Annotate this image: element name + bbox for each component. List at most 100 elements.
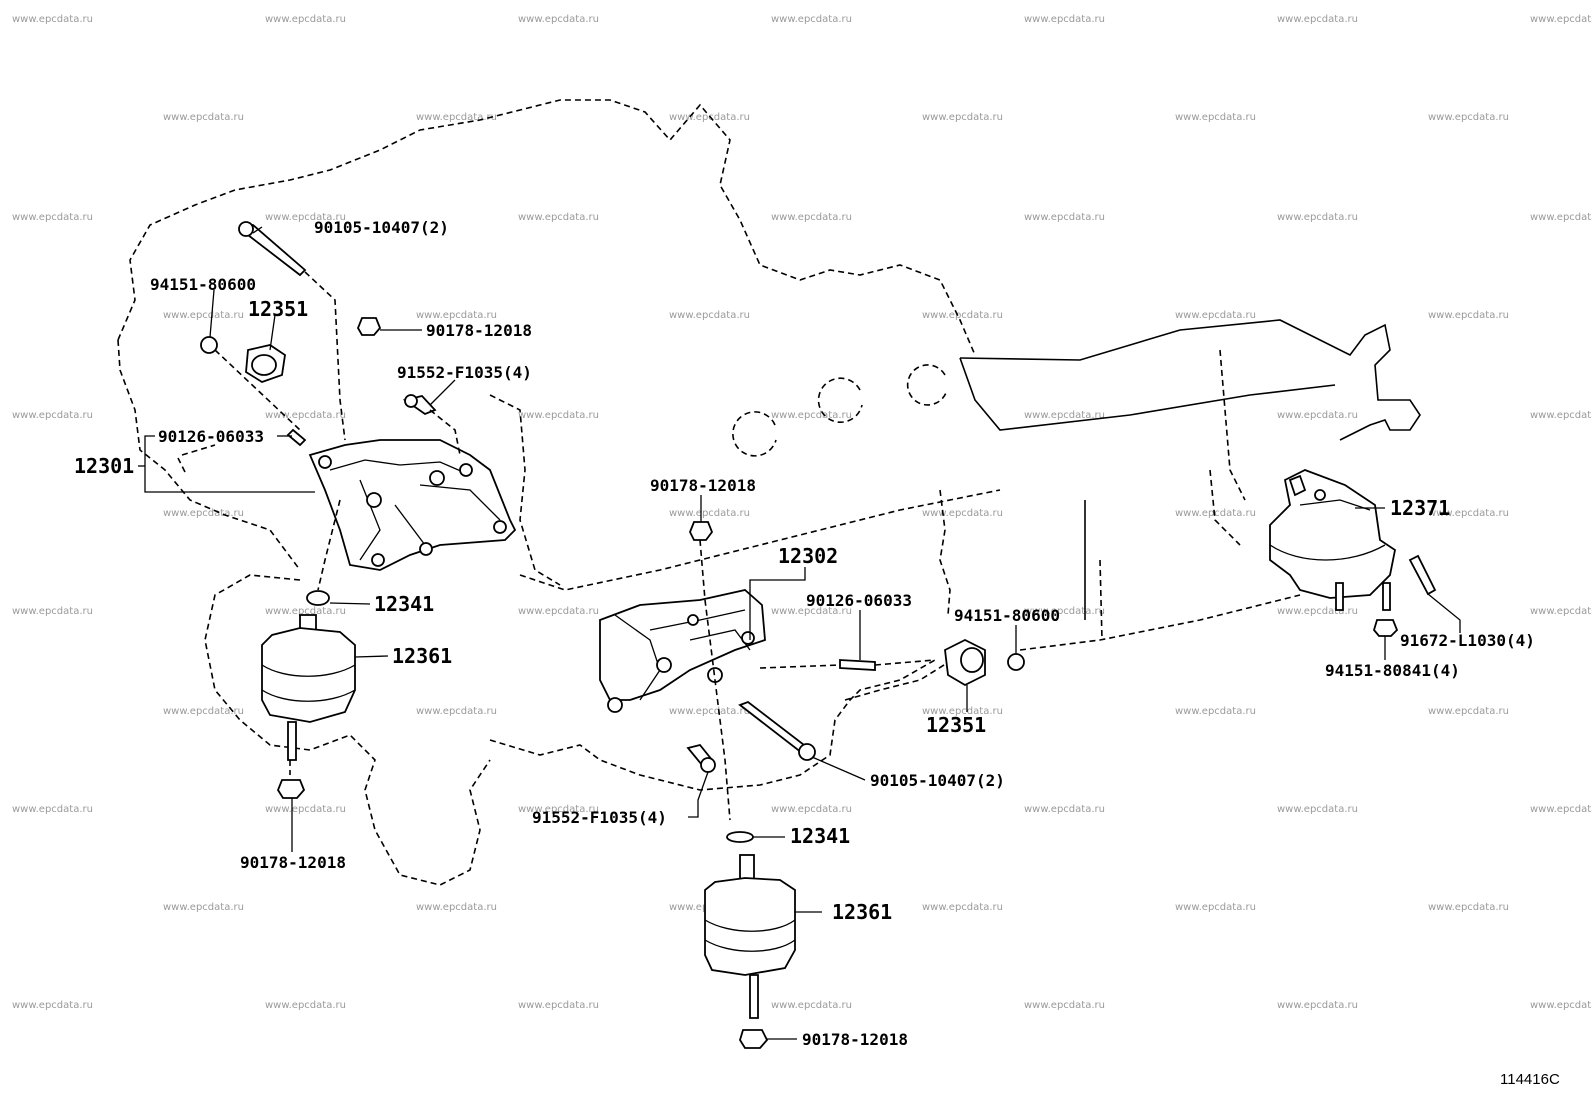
watermark-text: www.epcdata.ru [265,804,346,815]
bushing-left [200,336,307,447]
watermark-text: www.epcdata.ru [518,1000,599,1011]
callout-labels: 90105-10407(2) 94151-80600 12351 90178-1… [74,218,1535,1049]
watermark-text: www.epcdata.ru [1428,902,1509,913]
callout-90178-12018-mid: 90178-12018 [650,476,756,495]
watermark-text: www.epcdata.ru [12,14,93,25]
long-bolt-left [238,221,346,441]
watermark-text: www.epcdata.ru [265,212,346,223]
engine-bracket-left [308,439,517,571]
callout-12301: 12301 [74,454,134,478]
engine-bracket-right [599,589,766,713]
short-bolt-left [402,394,461,456]
watermark-text: www.epcdata.ru [12,804,93,815]
watermark-text: www.epcdata.ru [12,212,93,223]
watermark-text: www.epcdata.ru [922,706,1003,717]
callout-12302: 12302 [778,544,838,568]
stud-right [759,659,936,671]
watermark-text: www.epcdata.ru [1024,410,1105,421]
watermark-text: www.epcdata.ru [1175,508,1256,519]
watermark-text: www.epcdata.ru [771,410,852,421]
watermark-text: www.epcdata.ru [669,112,750,123]
watermark-text: www.epcdata.ru [1024,1000,1105,1011]
watermark-text: www.epcdata.ru [771,804,852,815]
watermark-text: www.epcdata.ru [1175,902,1256,913]
watermark-text: www.epcdata.ru [518,410,599,421]
watermark-text: www.epcdata.ru [163,310,244,321]
watermark-text: www.epcdata.ru [1277,410,1358,421]
watermark-text: www.epcdata.ru [416,310,497,321]
watermark-text: www.epcdata.ru [669,508,750,519]
callout-12351-left: 12351 [248,297,308,321]
watermark-text: www.epcdata.ru [163,706,244,717]
watermark-text: www.epcdata.ru [1530,1000,1592,1011]
watermark-text: www.epcdata.ru [12,410,93,421]
transmission-mount [1269,469,1437,637]
long-bolt-right [738,700,816,761]
watermark-text: www.epcdata.ru [669,310,750,321]
watermark-text: www.epcdata.ru [1024,606,1105,617]
watermark-text: www.epcdata.ru [1024,804,1105,815]
watermark-text: www.epcdata.ru [771,14,852,25]
watermark-text: www.epcdata.ru [518,14,599,25]
watermark-grid: www.epcdata.ru www.epcdata.ru www.epcdata.… [12,14,1592,1011]
callout-12361-left: 12361 [392,644,452,668]
washer-left [306,499,341,606]
insulator-right [704,854,796,1049]
callout-12361-right: 12361 [832,900,892,924]
watermark-text: www.epcdata.ru [771,1000,852,1011]
callout-94151-80600-left: 94151-80600 [150,275,256,294]
watermark-text: www.epcdata.ru [1277,1000,1358,1011]
flange-nut-mid [689,521,731,821]
watermark-text: www.epcdata.ru [1024,212,1105,223]
callout-12341-right: 12341 [790,824,850,848]
watermark-text: www.epcdata.ru [1175,310,1256,321]
watermark-text: www.epcdata.ru [1277,804,1358,815]
watermark-text: www.epcdata.ru [1428,310,1509,321]
watermark-text: www.epcdata.ru [265,14,346,25]
callout-94151-80600-right: 94151-80600 [954,606,1060,625]
watermark-text: www.epcdata.ru [265,1000,346,1011]
callout-91672-L1030: 91672-L1030(4) [1400,631,1535,650]
watermark-text: www.epcdata.ru [1530,804,1592,815]
watermark-text: www.epcdata.ru [1277,212,1358,223]
callout-12351-right: 12351 [926,713,986,737]
watermark-text: www.epcdata.ru [1428,112,1509,123]
watermark-text: www.epcdata.ru [1530,212,1592,223]
callout-12371: 12371 [1390,496,1450,520]
watermark-text: www.epcdata.ru [1024,14,1105,25]
watermark-text: www.epcdata.ru [416,902,497,913]
callout-90178-12018-bottom-right: 90178-12018 [802,1030,908,1049]
bushing-right [944,638,1025,687]
callout-12341-left: 12341 [374,592,434,616]
watermark-text: www.epcdata.ru [416,112,497,123]
watermark-text: www.epcdata.ru [922,112,1003,123]
washer-right [726,831,754,843]
callout-90178-12018-top: 90178-12018 [426,321,532,340]
watermark-text: www.epcdata.ru [922,902,1003,913]
watermark-text: www.epcdata.ru [1530,14,1592,25]
insulator-left [261,614,356,799]
callout-94151-80841: 94151-80841(4) [1325,661,1460,680]
watermark-text: www.epcdata.ru [1530,410,1592,421]
watermark-text: www.epcdata.ru [1277,14,1358,25]
watermark-text: www.epcdata.ru [416,706,497,717]
watermark-text: www.epcdata.ru [12,1000,93,1011]
watermark-text: www.epcdata.ru [1530,606,1592,617]
watermark-text: www.epcdata.ru [771,606,852,617]
callout-90105-10407-upper: 90105-10407(2) [314,218,449,237]
watermark-text: www.epcdata.ru [669,706,750,717]
callout-91552-F1035-left: 91552-F1035(4) [397,363,532,382]
watermark-text: www.epcdata.ru [163,902,244,913]
watermark-text: www.epcdata.ru [1428,508,1509,519]
watermark-text: www.epcdata.ru [12,606,93,617]
callout-90126-06033-right: 90126-06033 [806,591,912,610]
watermark-text: www.epcdata.ru [265,410,346,421]
watermark-text: www.epcdata.ru [265,606,346,617]
watermark-text: www.epcdata.ru [163,112,244,123]
watermark-text: www.epcdata.ru [518,804,599,815]
watermark-text: www.epcdata.ru [163,508,244,519]
callout-90126-06033-left: 90126-06033 [158,427,264,446]
figure-id: 114416C [1500,1071,1560,1088]
leader-lines [138,226,1461,1040]
